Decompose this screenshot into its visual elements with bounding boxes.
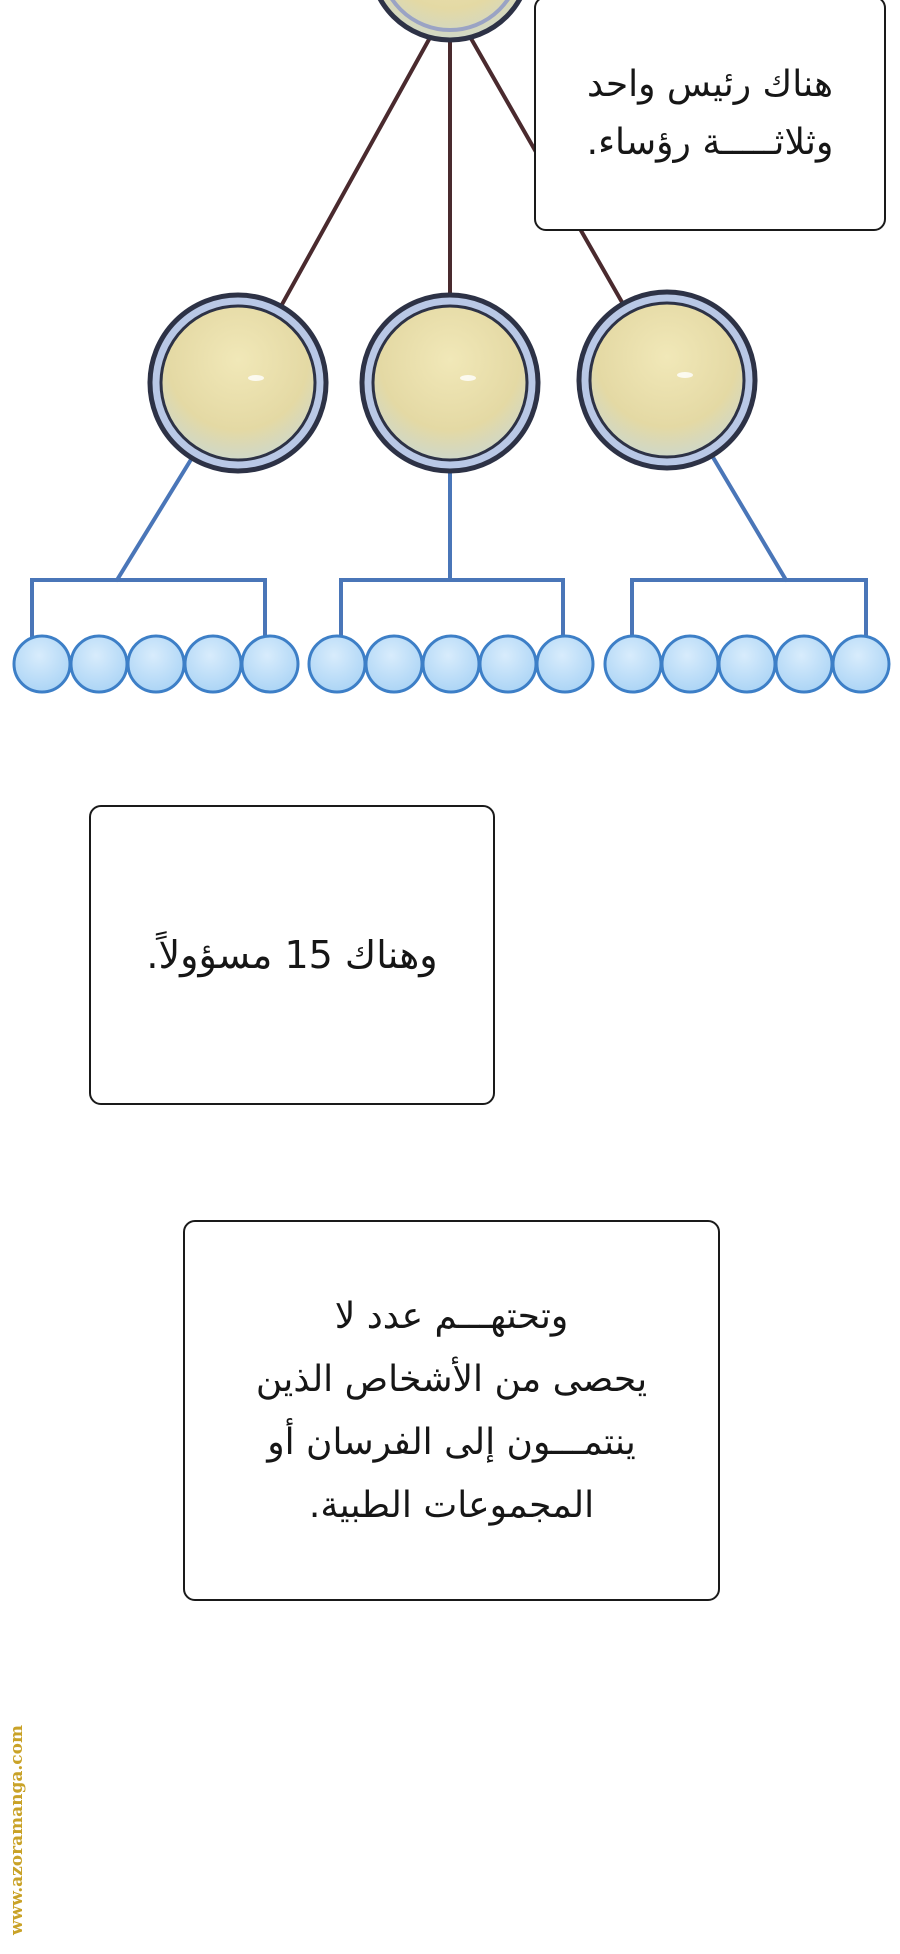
member-node	[603, 634, 663, 694]
leader-node	[588, 301, 746, 459]
member-node	[12, 634, 72, 694]
group-bracket-3	[630, 578, 868, 638]
member-node	[126, 634, 186, 694]
member-node	[364, 634, 424, 694]
member-node	[69, 634, 129, 694]
member-node	[717, 634, 777, 694]
member-node	[535, 634, 595, 694]
speech-text-one-leader: هناك رئيس واحد وثلاثـــــة رؤساء.	[586, 63, 834, 163]
watermark: www.azoramanga.com	[2, 1710, 32, 1950]
hierarchy-diagram	[12, 0, 891, 694]
leader-node	[371, 304, 529, 462]
speech-box-one-leader: هناك رئيس واحد وثلاثـــــة رؤساء.	[534, 0, 886, 231]
member-node	[421, 634, 481, 694]
top-leader-node	[377, 0, 523, 43]
speech-text-fifteen-officials: وهناك 15 مسؤولاً.	[146, 932, 438, 977]
member-node	[183, 634, 243, 694]
speech-box-fifteen-officials: وهناك 15 مسؤولاً.	[89, 805, 495, 1105]
leader-node-highlight	[677, 372, 693, 378]
leader-node-highlight	[248, 375, 264, 381]
connector-line-leader-to-group-3	[709, 452, 788, 582]
group-bracket-2	[339, 578, 565, 638]
speech-text-countless-members: وتحتهـــم عدد لا يحصى من الأشخاص الذين ي…	[255, 1295, 648, 1526]
member-node	[831, 634, 891, 694]
member-node	[774, 634, 834, 694]
member-node	[307, 634, 367, 694]
group-bracket-1	[30, 578, 267, 638]
speech-box-countless-members: وتحتهـــم عدد لا يحصى من الأشخاص الذين ي…	[183, 1220, 720, 1601]
top-leader-node-inner-ring	[390, 0, 510, 32]
watermark-text: www.azoramanga.com	[7, 1725, 28, 1935]
member-node	[478, 634, 538, 694]
connector-line-leader-to-group-1	[115, 454, 195, 582]
leader-node	[159, 304, 317, 462]
connector-line-top-to-leader-1	[276, 26, 438, 313]
member-node	[240, 634, 300, 694]
leader-node-highlight	[460, 375, 476, 381]
member-node	[660, 634, 720, 694]
